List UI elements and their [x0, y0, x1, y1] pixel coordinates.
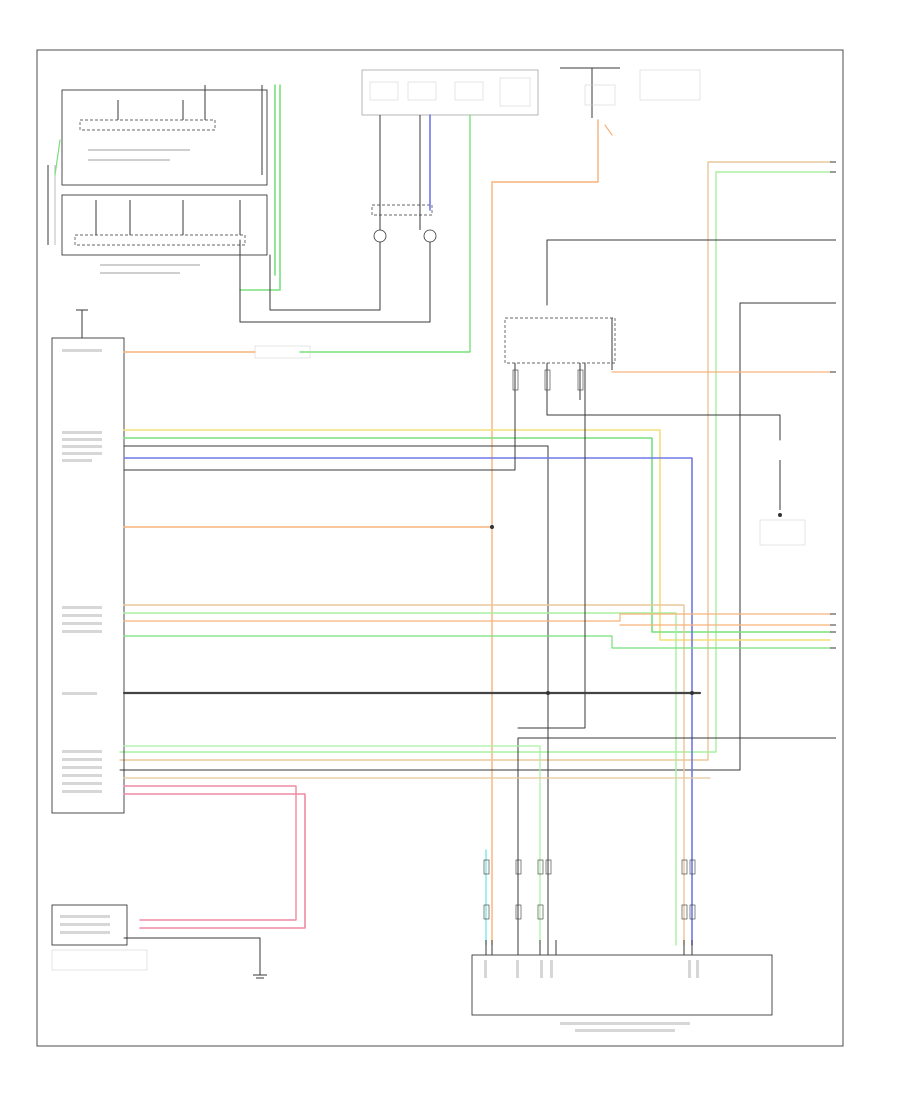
wire-black-bus [123, 399, 516, 471]
wire-black-right-2 [546, 239, 831, 306]
wire-tan-lower [123, 604, 685, 946]
relay-block [504, 317, 616, 400]
main-module [51, 337, 125, 814]
top-sensor-block [361, 69, 539, 243]
bottom-connectors [483, 859, 696, 920]
wire-black-right-3 [119, 302, 831, 771]
sensor-right-icon [423, 229, 437, 243]
module-pin-labels [62, 349, 102, 793]
wire-green-bus [123, 437, 831, 633]
wire-green-bottom [123, 745, 541, 946]
ignition-block [560, 67, 701, 118]
wire-gray-switch-loop [239, 239, 431, 323]
wire-gray-relay [546, 399, 781, 441]
upper-steering-switch-block [61, 85, 268, 186]
wire-lightgreen-lower [123, 612, 677, 946]
right-terminals [830, 161, 836, 739]
bottom-left-module [51, 904, 148, 971]
wire-pink-bottom-left [123, 793, 306, 929]
wire-black-bottom-right [517, 737, 831, 946]
bottom-ground-icon [253, 965, 267, 979]
wire-gray-bus [123, 445, 549, 946]
wire-yellow-bus [123, 429, 831, 641]
splice-point-icon [490, 525, 494, 529]
right-ground-symbol [759, 460, 806, 546]
wire-green-right-top [119, 171, 831, 753]
wire-green-switch [239, 84, 281, 291]
sensor-left-icon [373, 229, 387, 243]
bottom-control-module [471, 940, 773, 1032]
wire-orange-ignition [491, 119, 599, 946]
wire-blue-bus [123, 457, 693, 946]
wire-green-sensor [299, 114, 471, 353]
wire-tan-right-top [119, 161, 831, 761]
wire-green-lower [123, 635, 831, 649]
wire-orange-lower [123, 613, 831, 622]
diagram-frame [36, 49, 844, 1047]
lower-steering-switch-block [61, 194, 268, 274]
